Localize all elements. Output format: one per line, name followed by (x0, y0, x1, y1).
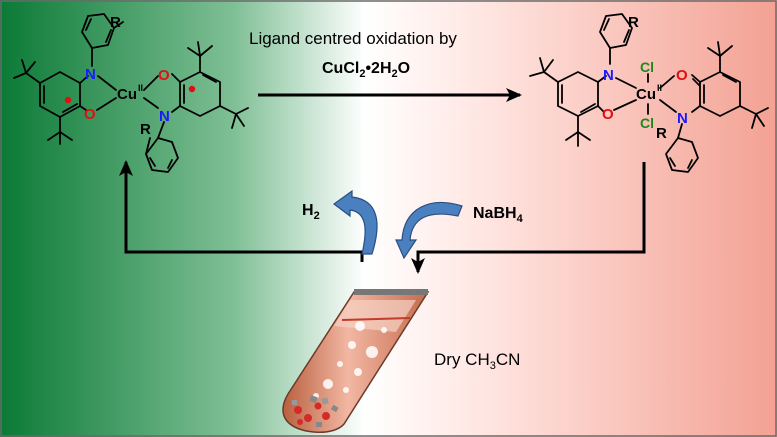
left-cu-ox-state: II (138, 83, 143, 93)
return-arrow-icon (119, 160, 364, 262)
right-n-bottom-label: N (677, 110, 688, 127)
nabh4-curved-arrow-icon (395, 202, 463, 260)
nabh4-label: NaBH4 (473, 205, 524, 225)
oxidation-caption: Ligand centred oxidation by (249, 29, 457, 48)
left-o-top-label: O (158, 67, 170, 84)
right-o-bottom-label: O (602, 106, 614, 123)
right-cu-label: Cu (636, 86, 656, 103)
right-n-top-label: N (603, 67, 614, 84)
right-r-bottom-label: R (656, 125, 667, 142)
radical-dot-left (64, 96, 72, 104)
reduction-arrow-icon (411, 162, 646, 274)
left-n-top-label: N (85, 66, 96, 83)
h2-curved-arrow-icon (332, 189, 378, 255)
left-r-bottom-label: R (140, 121, 151, 138)
h2-label: H2 (302, 202, 320, 222)
left-complex-labels: N O Cu II O N R R (64, 14, 196, 138)
left-cu-label: Cu (117, 86, 137, 103)
right-cu-ox-state: II (657, 83, 662, 93)
oxidant-formula: CuCl2•2H2O (322, 60, 410, 80)
radical-dot-right (188, 85, 196, 93)
solvent-label: Dry CH3CN (434, 350, 520, 372)
right-cl-top-label: Cl (640, 59, 654, 75)
right-r-top-label: R (628, 14, 639, 31)
right-complex (529, 13, 769, 173)
right-complex-labels: N O Cu II Cl Cl O N R R (602, 14, 688, 142)
test-tube-icon (282, 289, 430, 433)
right-cl-bottom-label: Cl (640, 115, 654, 131)
left-complex (13, 13, 249, 173)
left-o-bottom-label: O (84, 106, 96, 123)
left-n-bottom-label: N (159, 108, 170, 125)
left-r-top-label: R (110, 14, 121, 31)
right-o-top-label: O (676, 67, 688, 84)
